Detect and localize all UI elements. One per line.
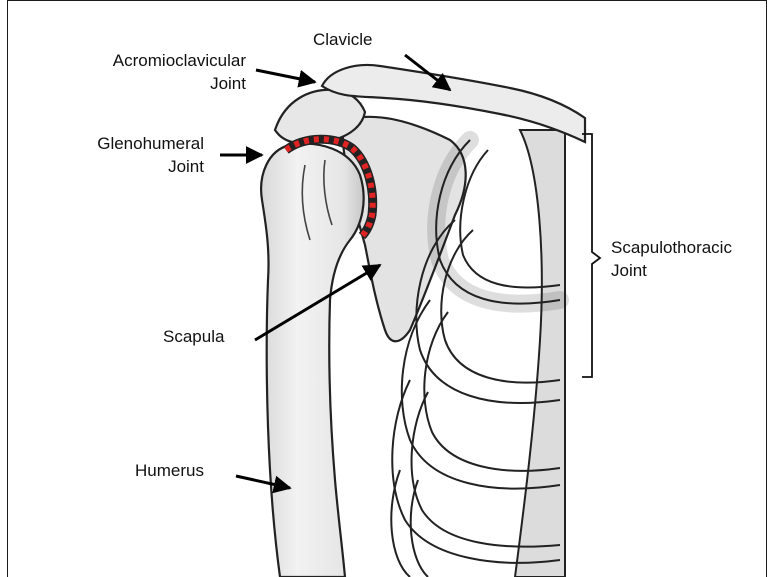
scapula-label: Scapula bbox=[163, 326, 224, 348]
acromioclavicular-arrow bbox=[256, 70, 315, 82]
scapulothoracic-label-line2: Joint bbox=[611, 260, 647, 282]
scapulothoracic-label-line1: Scapulothoracic bbox=[611, 237, 732, 259]
humerus-shape bbox=[261, 144, 364, 577]
glenohumeral-label-line1: Glenohumeral bbox=[40, 133, 204, 155]
glenohumeral-label-line2: Joint bbox=[40, 156, 204, 178]
acromioclavicular-label-line2: Joint bbox=[56, 73, 246, 95]
acromioclavicular-label-line1: Acromioclavicular bbox=[56, 50, 246, 72]
humerus-label: Humerus bbox=[135, 460, 204, 482]
scapulothoracic-bracket bbox=[582, 134, 600, 377]
sternum-shape bbox=[515, 130, 565, 577]
clavicle-label: Clavicle bbox=[313, 29, 373, 51]
scapula-shape bbox=[343, 117, 466, 341]
